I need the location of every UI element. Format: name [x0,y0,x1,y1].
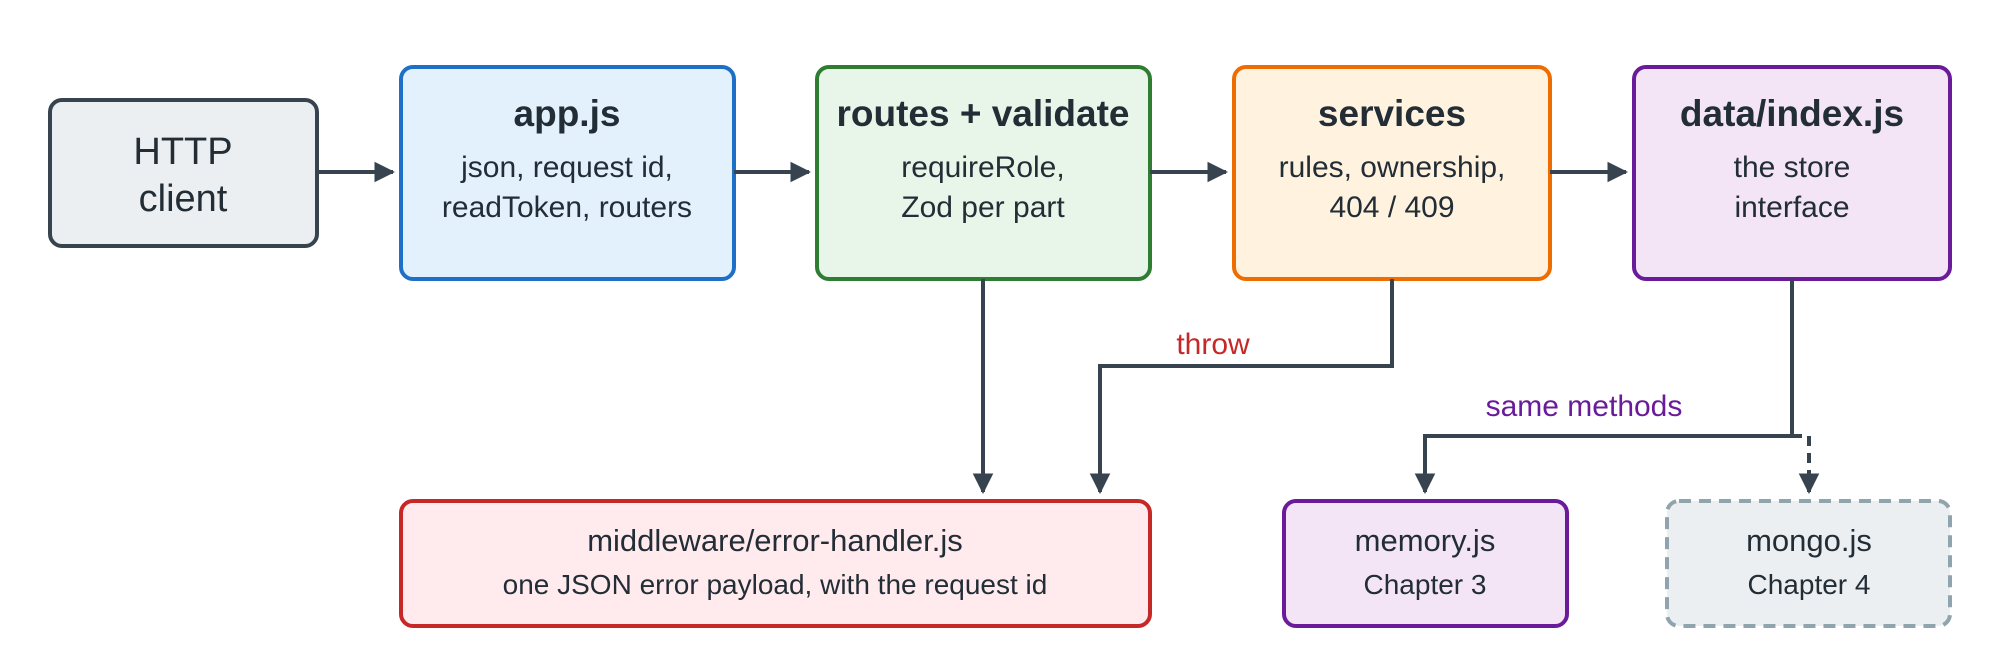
app-js-line2: readToken, routers [442,191,692,224]
same-methods-label: same methods [1486,390,1683,423]
error-handler-line1: middleware/error-handler.js [587,523,963,558]
error-handler-node: middleware/error-handler.js one JSON err… [399,499,1152,628]
http-client-node: HTTP client [48,98,319,248]
memory-js-node: memory.js Chapter 3 [1282,499,1569,628]
routes-validate-line1: requireRole, [901,151,1064,184]
services-node: services rules, ownership, 404 / 409 [1232,65,1552,281]
arrow-data-to-mongo [1792,434,1820,495]
data-index-line2: interface [1734,191,1849,224]
memory-js-box [1282,499,1569,628]
services-line2: 404 / 409 [1329,191,1454,224]
error-handler-line2: one JSON error payload, with the request… [503,569,1048,600]
app-js-node: app.js json, request id, readToken, rout… [399,65,736,281]
mongo-js-line2: Chapter 4 [1748,569,1871,600]
http-client-box [48,98,319,248]
routes-validate-node: routes + validate requireRole, Zod per p… [815,65,1152,281]
services-line1: rules, ownership, [1279,151,1506,184]
http-client-line2: client [139,178,228,220]
mongo-js-node: mongo.js Chapter 4 [1665,499,1952,628]
arrow-services-throw-to-error-handler [1089,279,1394,495]
routes-validate-line2: Zod per part [901,191,1065,224]
app-js-title: app.js [514,93,621,134]
routes-validate-title: routes + validate [836,93,1129,134]
data-index-node: data/index.js the store interface [1632,65,1952,281]
memory-js-line1: memory.js [1355,523,1496,558]
memory-js-line2: Chapter 3 [1364,569,1487,600]
data-index-title: data/index.js [1680,93,1904,134]
throw-label: throw [1176,328,1250,361]
services-title: services [1318,93,1466,134]
error-handler-box [399,499,1152,628]
app-js-line1: json, request id, [460,151,673,184]
mongo-js-line1: mongo.js [1746,523,1872,558]
http-client-line1: HTTP [133,131,232,173]
mongo-js-box [1665,499,1952,628]
arrow-data-to-memory [1414,279,1794,495]
data-index-line1: the store [1734,151,1851,184]
